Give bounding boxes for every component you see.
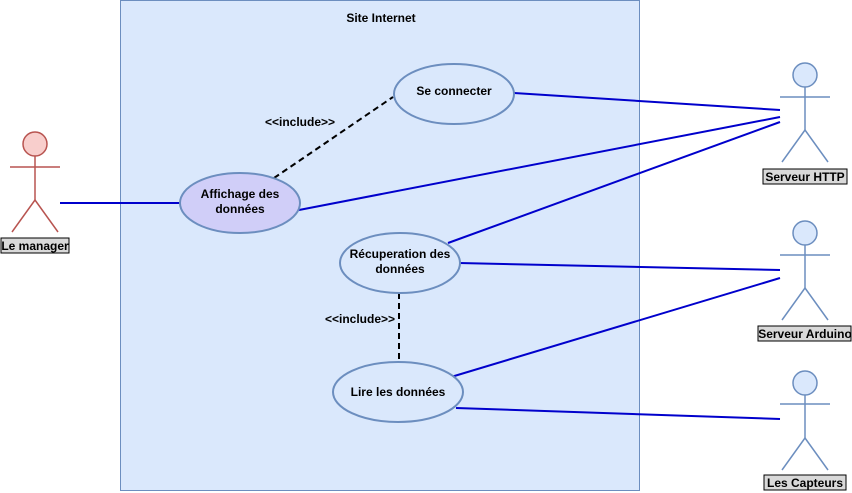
actor-manager[interactable] [10, 131, 60, 233]
actor-capteurs[interactable] [780, 370, 830, 471]
system-title: Site Internet [346, 11, 415, 25]
actor-serveur-arduino-label-bg [757, 325, 852, 342]
actor-capteurs-label: Les Capteurs [767, 476, 843, 490]
assoc-recuperation-serveur-arduino[interactable] [458, 262, 781, 271]
usecase-lire-donnees[interactable]: Lire les données [332, 361, 464, 423]
actor-serveur-http-head-icon [792, 62, 818, 88]
usecase-se-connecter[interactable]: Se connecter [393, 63, 515, 125]
usecase-recuperation-donnees[interactable]: Récuperation des données [339, 232, 461, 294]
associations [60, 92, 781, 420]
assoc-lire-capteurs[interactable] [455, 407, 781, 420]
actor-serveur-http-label-bg [762, 168, 848, 185]
actor-capteurs-head-icon [792, 370, 818, 396]
usecase-affichage-label-line2: données [215, 202, 265, 216]
actor-capteurs-label-bg [763, 474, 847, 491]
actor-serveur-arduino[interactable] [780, 220, 830, 321]
include-label-top: <<include>> [265, 115, 335, 129]
actor-serveur-arduino-label: Serveur Arduino [758, 327, 852, 341]
usecase-affichage-donnees[interactable]: Affichage des données [179, 172, 301, 234]
actor-manager-head-icon [22, 131, 48, 157]
include-label-bottom: <<include>> [325, 312, 395, 326]
actor-serveur-arduino-head-icon [792, 220, 818, 246]
actor-manager-label-bg [0, 237, 70, 254]
actor-serveur-http-label: Serveur HTTP [765, 170, 844, 184]
actor-serveur-http[interactable] [780, 62, 830, 163]
usecase-lire-label: Lire les données [351, 385, 446, 399]
assoc-connecter-serveur-http[interactable] [513, 92, 781, 111]
usecase-recuperation-label-line1: Récuperation des [350, 247, 451, 261]
assoc-recuperation-serveur-http[interactable] [447, 121, 781, 244]
include-connector-top[interactable] [273, 96, 394, 179]
actor-manager-label: Le manager [1, 239, 69, 253]
usecase-affichage-label-line1: Affichage des [201, 187, 280, 201]
usecase-se-connecter-label: Se connecter [416, 84, 492, 98]
assoc-lire-serveur-arduino[interactable] [450, 277, 781, 378]
assoc-affichage-serveur-http[interactable] [298, 116, 781, 211]
usecase-recuperation-label-line2: données [375, 262, 425, 276]
